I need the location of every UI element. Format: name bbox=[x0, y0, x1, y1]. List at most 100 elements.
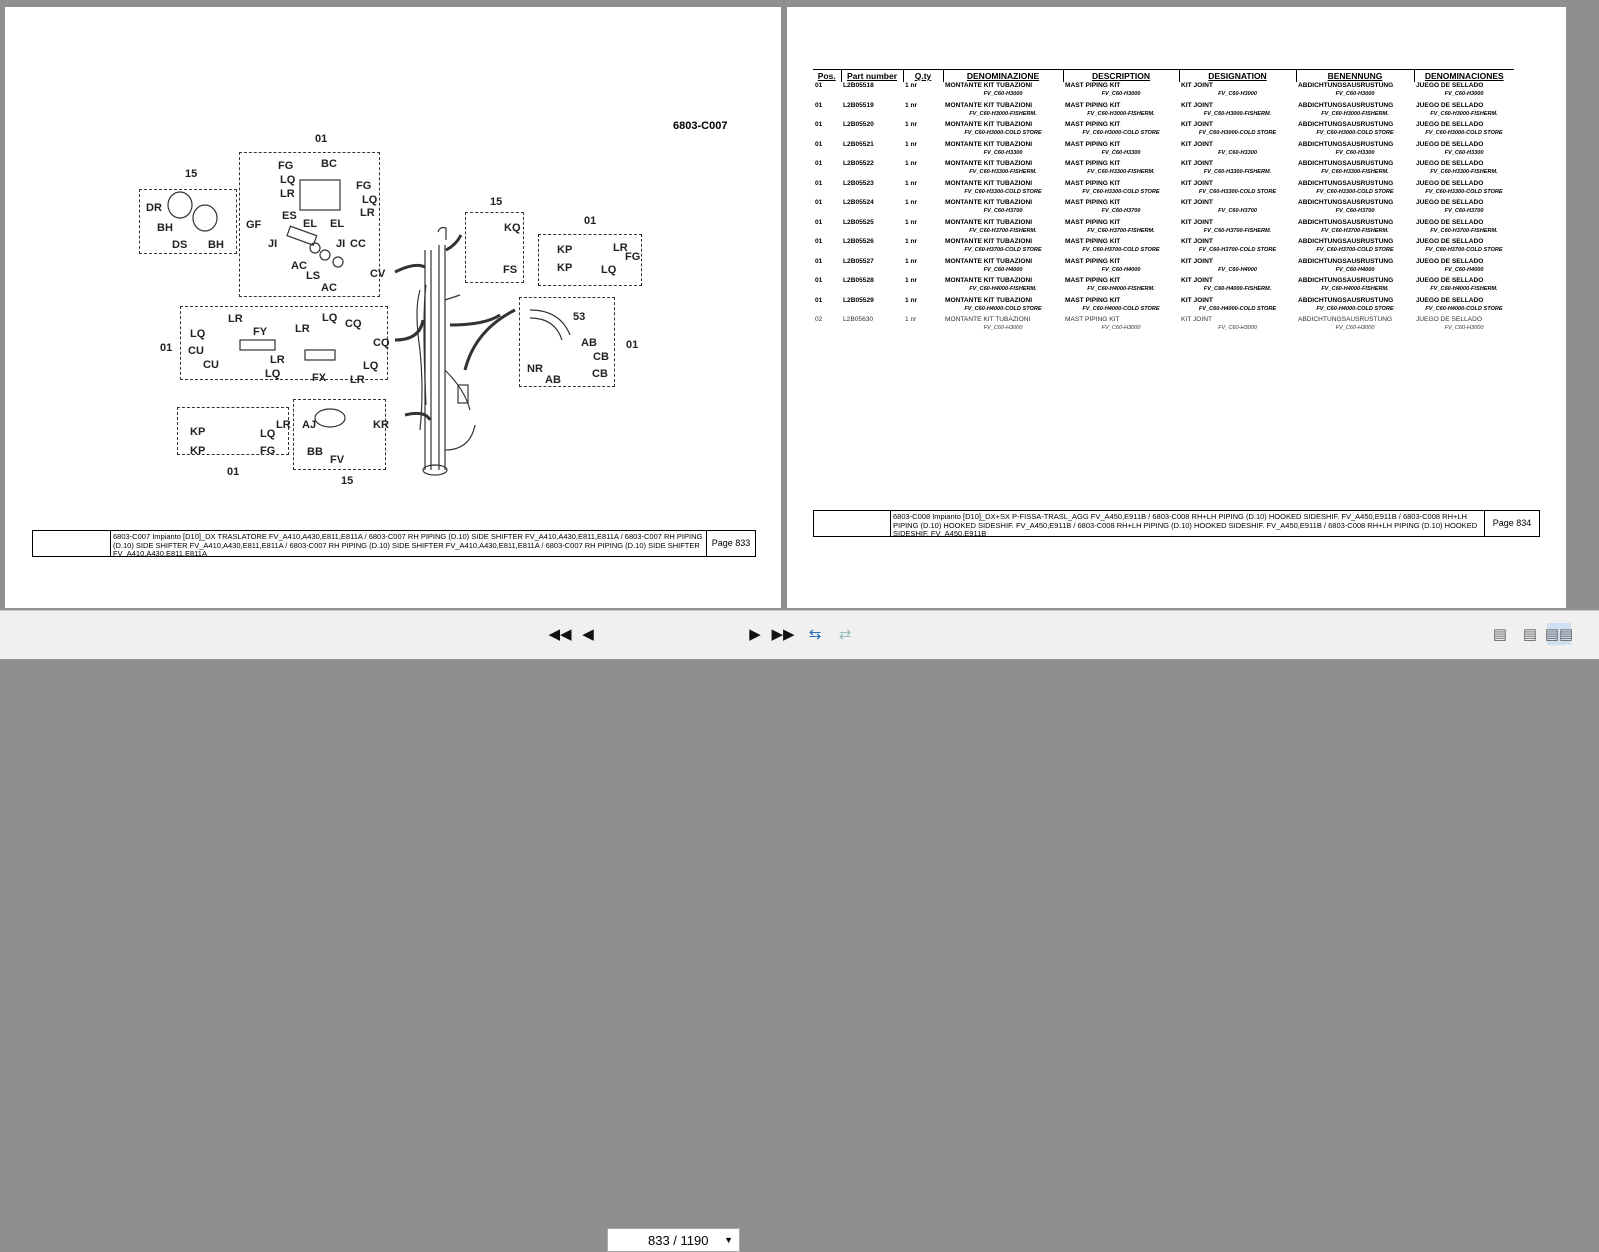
footer-blank-cell bbox=[814, 511, 891, 536]
variant-text: FV_C60-H3000 bbox=[1218, 91, 1257, 97]
cell-text: MONTANTE KIT TUBAZIONI bbox=[945, 238, 1033, 245]
variant-text: FV_C60-H3300-FISHERM. bbox=[1087, 169, 1155, 175]
variant-text: FV_C60-H3700-COLD STORE bbox=[1316, 247, 1394, 253]
mast-diagram bbox=[167, 179, 571, 476]
cell-text: MONTANTE KIT TUBAZIONI bbox=[945, 140, 1033, 148]
variant-text: FV_C60-H3000-FISHERM. bbox=[969, 110, 1037, 117]
callout-label: 01 bbox=[584, 215, 597, 227]
callout-label: LQ bbox=[265, 368, 281, 380]
cell-qty: 1 nr bbox=[903, 316, 943, 336]
cell-text: ABDICHTUNGSAUSRUSTUNG bbox=[1298, 296, 1394, 304]
variant-text: FV_C60-H4000 bbox=[1444, 266, 1484, 273]
rotate-forward-icon: ⇄ bbox=[838, 626, 852, 643]
prev-page-button[interactable]: ◀ bbox=[578, 623, 598, 645]
variant-text: FV_C60-H3000 bbox=[1444, 325, 1484, 331]
callout-label: LQ bbox=[601, 264, 617, 276]
two-page-view-icon: ▤▤ bbox=[1544, 626, 1574, 643]
cell-text: 01 bbox=[815, 121, 823, 128]
cell-text: 1 nr bbox=[905, 82, 918, 89]
scrollbar[interactable] bbox=[1566, 0, 1599, 610]
cell-pos: 01 bbox=[813, 258, 841, 278]
cell-text: L2B05520 bbox=[843, 121, 874, 128]
two-page-view-button[interactable]: ▤▤ bbox=[1544, 623, 1574, 645]
next-page-button[interactable]: ▶ bbox=[745, 623, 765, 645]
cell-qty: 1 nr bbox=[903, 258, 943, 278]
cell-qty: 1 nr bbox=[903, 297, 943, 317]
last-page-button[interactable]: ▶▶ bbox=[771, 623, 794, 645]
cell-text: ABDICHTUNGSAUSRUSTUNG bbox=[1298, 277, 1394, 284]
variant-text: FV_C60-H3000 bbox=[1444, 91, 1484, 97]
first-page-button[interactable]: ◀◀ bbox=[548, 623, 571, 645]
variant-text: FV_C60-H3300 bbox=[1218, 149, 1257, 156]
variant-text: FV_C60-H3300-FISHERM. bbox=[1321, 169, 1389, 175]
cell-text: MONTANTE KIT TUBAZIONI bbox=[945, 101, 1033, 109]
callout-group-box bbox=[465, 212, 524, 283]
viewer-toolbar: ◀◀ ◀ 833 / 1190▼ ▶ ▶▶ ⇆ ⇄ ▤ ▤ ▤▤ bbox=[0, 610, 1599, 1252]
page-footer: 6803-C008 Impianto [D10]_DX+SX P-FISSA-T… bbox=[813, 510, 1540, 537]
variant-text: FV_C60-H3000 bbox=[1101, 325, 1141, 331]
cell-text: MONTANTE KIT TUBAZIONI bbox=[945, 296, 1033, 304]
cell-en: MAST PIPING KIT FV_C60-H3300-FISHERM. bbox=[1063, 160, 1179, 180]
callout-label: KP bbox=[557, 244, 573, 256]
page-number-input[interactable]: 833 / 1190▼ bbox=[607, 1228, 740, 1252]
cell-pos: 01 bbox=[813, 121, 841, 141]
chevron-down-icon[interactable]: ▼ bbox=[724, 1235, 733, 1245]
cell-text: ABDICHTUNGSAUSRUSTUNG bbox=[1298, 121, 1394, 128]
callout-label: LQ bbox=[190, 328, 206, 340]
cell-text: MONTANTE KIT TUBAZIONI bbox=[945, 257, 1033, 265]
single-page-view-button[interactable]: ▤ bbox=[1490, 623, 1510, 645]
cell-text: 01 bbox=[815, 82, 823, 89]
cell-text: JUEGO DE SELLADO bbox=[1416, 316, 1482, 323]
callout-label: DR bbox=[146, 202, 162, 214]
cell-qty: 1 nr bbox=[903, 141, 943, 161]
cell-qty: 1 nr bbox=[903, 277, 943, 297]
cell-text: 01 bbox=[815, 238, 823, 245]
variant-text: FV_C60-H4000-FISHERM. bbox=[1430, 286, 1498, 292]
cell-text: ABDICHTUNGSAUSRUSTUNG bbox=[1298, 238, 1394, 245]
callout-label: LR bbox=[280, 188, 295, 200]
variant-text: FV_C60-H3000-COLD STORE bbox=[964, 130, 1042, 136]
footer-blank-cell bbox=[33, 531, 111, 556]
rotate-forward-button[interactable]: ⇄ bbox=[834, 623, 856, 645]
cell-pos: 01 bbox=[813, 238, 841, 258]
cell-qty: 1 nr bbox=[903, 82, 943, 102]
variant-text: FV_C60-H3300 bbox=[983, 149, 1023, 156]
cell-text: JUEGO DE SELLADO bbox=[1416, 257, 1484, 265]
column-header: Part number bbox=[840, 69, 903, 82]
cell-text: MONTANTE KIT TUBAZIONI bbox=[945, 179, 1033, 187]
variant-text: FV_C60-H3700-COLD STORE bbox=[964, 247, 1042, 253]
continuous-view-button[interactable]: ▤ bbox=[1520, 623, 1540, 645]
cell-part: L2B05528 bbox=[841, 277, 903, 297]
variant-text: FV_C60-H3000-FISHERM. bbox=[1203, 110, 1272, 117]
rotate-back-button[interactable]: ⇆ bbox=[804, 623, 826, 645]
cell-text: MAST PIPING KIT bbox=[1065, 160, 1121, 167]
cell-qty: 1 nr bbox=[903, 160, 943, 180]
cell-text: 1 nr bbox=[905, 257, 918, 265]
single-page-view-icon: ▤ bbox=[1492, 626, 1508, 643]
callout-label: 01 bbox=[315, 133, 328, 145]
next-page-icon: ▶ bbox=[749, 626, 761, 643]
variant-text: FV_C60-H3000-COLD STORE bbox=[1316, 130, 1394, 136]
cell-text: L2B05630 bbox=[843, 316, 874, 323]
variant-text: FV_C60-H3300-COLD STORE bbox=[964, 188, 1042, 195]
